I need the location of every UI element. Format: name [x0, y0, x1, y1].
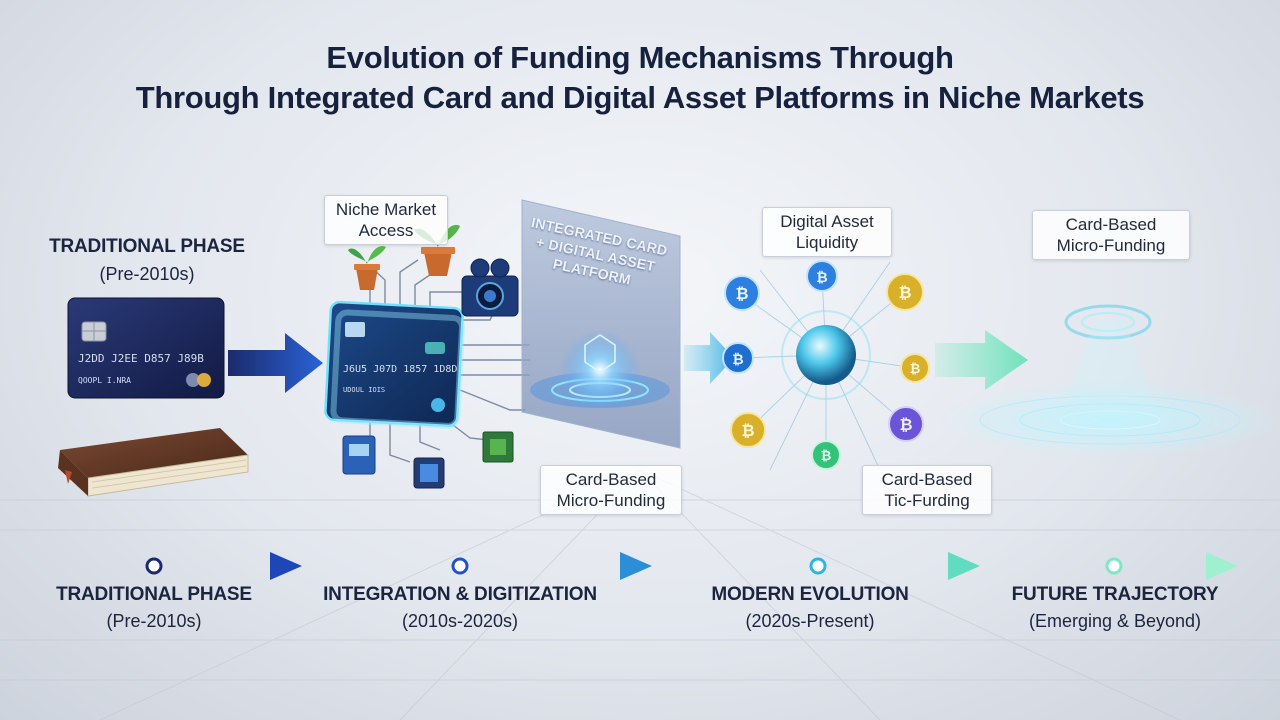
traditional-card-number: J2DD J2EE D857 J89B [78, 352, 204, 365]
digital-card-name: UDOUL IOIS [343, 386, 385, 394]
timeline-period: (Emerging & Beyond) [1028, 611, 1202, 631]
svg-text:₿: ₿ [910, 361, 921, 376]
callout-digital-asset-liquidity: Digital Asset Liquidity [762, 207, 892, 257]
callout-card-based-tic-furding: Card-Based Tic-Furding [862, 465, 992, 515]
platform-hologram-panel [521, 199, 681, 449]
callout-line: Card-Based [881, 470, 973, 489]
timeline-node [145, 557, 163, 575]
phase-period: (Pre-2010s) [99, 264, 195, 284]
timeline-track [48, 552, 1238, 580]
arrow-to-future [935, 330, 1028, 390]
traditional-card-name: QOOPL I.NRA [78, 376, 131, 385]
bitcoin-coin-icon: ₿ [811, 440, 841, 470]
callout-card-based-micro-funding: Card-Based Micro-Funding [540, 465, 682, 515]
svg-text:₿: ₿ [735, 285, 748, 303]
timeline-period: (2010s-2020s) [401, 611, 519, 631]
timeline-node [1105, 557, 1123, 575]
callout-line: Niche Market [335, 200, 437, 219]
callout-line: Micro-Funding [1056, 236, 1166, 255]
bitcoin-coin-icon: ₿ [722, 342, 754, 374]
timeline-label-modern: MODERN EVOLUTION (2020s-Present) [688, 584, 932, 632]
svg-text:₿: ₿ [816, 269, 827, 285]
timeline-period: (2020s-Present) [745, 611, 875, 631]
timeline-label-future: FUTURE TRAJECTORY (Emerging & Beyond) [990, 584, 1240, 632]
svg-text:₿: ₿ [821, 448, 832, 463]
arrow-to-integration [228, 333, 323, 393]
digital-credit-card-icon [324, 300, 466, 429]
timeline-label-traditional: TRADITIONAL PHASE (Pre-2010s) [34, 584, 274, 632]
svg-text:₿: ₿ [898, 284, 911, 302]
digital-card-number: J6U5 J07D 1857 1D8D [343, 364, 457, 375]
future-hologram-icon [940, 304, 1280, 458]
bitcoin-coin-icon: ₿ [886, 273, 924, 311]
timeline-heading: FUTURE TRAJECTORY [1011, 584, 1219, 605]
camera-icon [461, 258, 519, 317]
callout-line: Micro-Funding [556, 491, 666, 510]
timeline-heading: TRADITIONAL PHASE [56, 584, 252, 605]
ledger-book-icon [58, 428, 249, 497]
callout-line: Card-Based [1065, 215, 1157, 234]
globe-icon [796, 325, 856, 385]
timeline-node [809, 557, 827, 575]
svg-text:₿: ₿ [732, 351, 743, 367]
traditional-credit-card-icon [67, 297, 225, 399]
phase-heading: TRADITIONAL PHASE [49, 236, 245, 257]
bitcoin-coin-icon: ₿ [730, 412, 766, 448]
bitcoin-coin-icon: ₿ [888, 406, 924, 442]
timeline-heading: MODERN EVOLUTION [711, 584, 909, 605]
callout-niche-market-access: Niche Market Access [324, 195, 448, 245]
callout-line: Access [358, 221, 414, 240]
callout-line: Digital Asset [780, 212, 874, 231]
callout-line: Card-Based [565, 470, 657, 489]
bitcoin-coin-icon: ₿ [900, 353, 930, 383]
chip-icon [482, 431, 514, 463]
timeline-node [451, 557, 469, 575]
svg-text:₿: ₿ [741, 422, 754, 440]
bitcoin-coin-icon: ₿ [724, 275, 760, 311]
page-title-line-1: Evolution of Funding Mechanisms Through [326, 40, 954, 75]
timeline-label-integration: INTEGRATION & DIGITIZATION (2010s-2020s) [300, 584, 620, 632]
timeline-heading: INTEGRATION & DIGITIZATION [323, 584, 597, 605]
callout-future-micro-funding: Card-Based Micro-Funding [1032, 210, 1190, 260]
callout-line: Tic-Furding [884, 491, 970, 510]
tablet-icon [413, 457, 445, 489]
traditional-phase-label: TRADITIONAL PHASE (Pre-2010s) [30, 236, 264, 285]
monitor-icon [342, 435, 376, 475]
callout-line: Liquidity [795, 233, 859, 252]
svg-text:₿: ₿ [899, 416, 912, 434]
arrow-to-modern [684, 332, 734, 384]
bitcoin-coin-icon: ₿ [806, 260, 838, 292]
timeline-period: (Pre-2010s) [106, 611, 202, 631]
plant-icon [348, 246, 386, 290]
page-title-line-2: Through Integrated Card and Digital Asse… [135, 80, 1145, 115]
